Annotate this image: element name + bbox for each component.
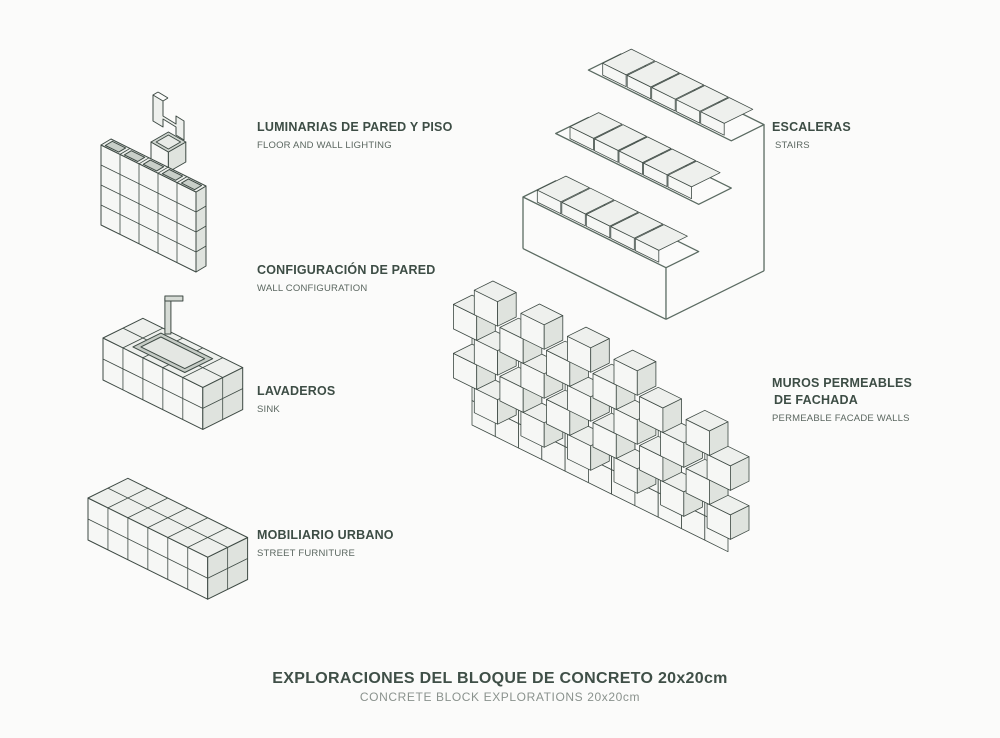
wall-configuration-block [100, 138, 207, 273]
footer-title: EXPLORACIONES DEL BLOQUE DE CONCRETO 20x… [272, 670, 728, 687]
label-furniture-en: STREET FURNITURE [257, 548, 356, 559]
footer-subtitle: CONCRETE BLOCK EXPLORATIONS 20x20cm [359, 690, 641, 704]
label-sink-en: SINK [257, 404, 280, 415]
label-wall: CONFIGURACIÓN DE PARED WALL CONFIGURATIO… [257, 262, 435, 296]
label-facade-es-2: DE FACHADA [774, 393, 858, 407]
label-furniture: MOBILIARIO URBANO STREET FURNITURE [257, 527, 394, 561]
label-sink-es: LAVADEROS [257, 384, 336, 398]
label-lighting: LUMINARIAS DE PARED Y PISO FLOOR AND WAL… [257, 119, 453, 153]
stairs-block [522, 48, 765, 320]
label-sink: LAVADEROS SINK [257, 383, 335, 417]
label-facade-en: PERMEABLE FACADE WALLS [772, 413, 910, 424]
footer: EXPLORACIONES DEL BLOQUE DE CONCRETO 20x… [0, 670, 1000, 704]
label-stairs: ESCALERAS STAIRS [772, 119, 851, 153]
label-facade-es-1: MUROS PERMEABLES [772, 376, 913, 390]
label-furniture-es: MOBILIARIO URBANO [257, 528, 394, 542]
label-wall-en: WALL CONFIGURATION [257, 283, 368, 294]
label-lighting-en: FLOOR AND WALL LIGHTING [257, 140, 392, 151]
label-wall-es: CONFIGURACIÓN DE PARED [257, 263, 436, 277]
label-stairs-es: ESCALERAS [772, 120, 851, 134]
street-furniture-block [87, 477, 249, 600]
label-lighting-es: LUMINARIAS DE PARED Y PISO [257, 120, 453, 134]
facade-wall-block [452, 280, 750, 553]
lighting-blocks [150, 91, 187, 173]
sink-block [102, 295, 244, 430]
label-facade: MUROS PERMEABLES DE FACHADA PERMEABLE FA… [772, 375, 912, 426]
label-stairs-en: STAIRS [775, 140, 810, 151]
